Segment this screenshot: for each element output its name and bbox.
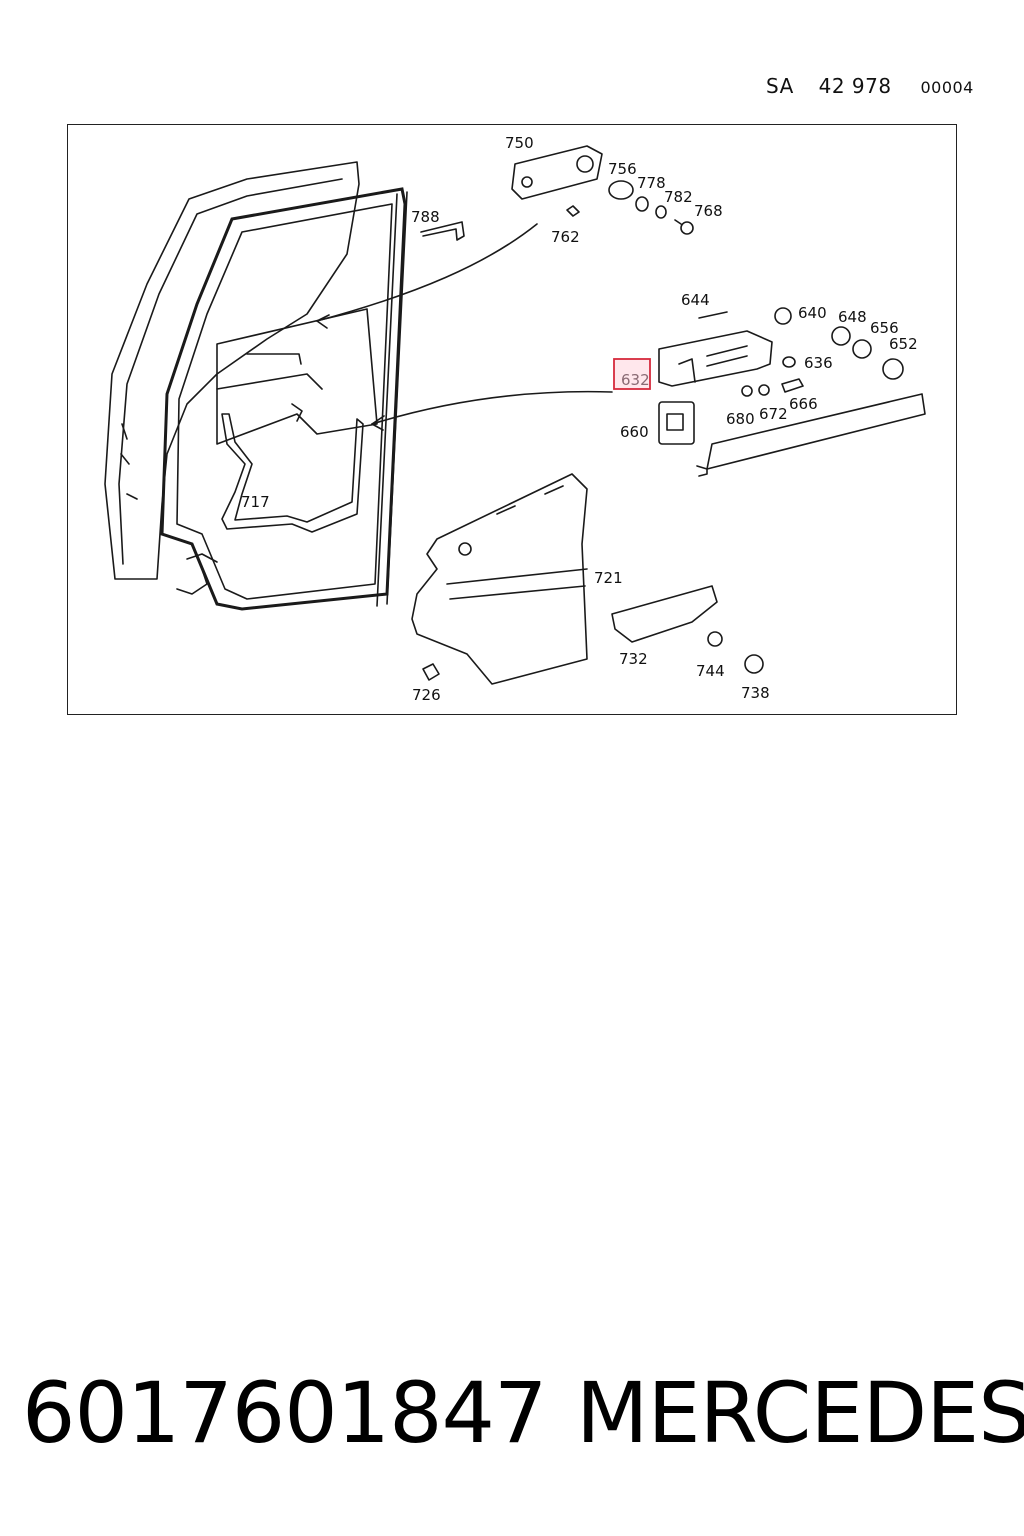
- door-handle-632: [658, 307, 904, 445]
- small-parts-top: [420, 180, 694, 241]
- reference-number: 42 978: [818, 74, 892, 98]
- label-656: 656: [870, 319, 899, 337]
- inner-frame: [216, 308, 378, 445]
- label-632: 632: [621, 371, 650, 389]
- armrest-732: [422, 585, 764, 681]
- footer: 6017601847 MERCEDES: [0, 1364, 1024, 1474]
- rail-strip: [696, 393, 926, 477]
- label-782: 782: [664, 188, 693, 206]
- label-788: 788: [411, 208, 440, 226]
- reference-code: 00004: [920, 78, 974, 97]
- window-seal: [160, 187, 408, 611]
- label-680: 680: [726, 410, 755, 428]
- guide-rail-717: [221, 413, 364, 533]
- label-644: 644: [681, 291, 710, 309]
- label-732: 732: [619, 650, 648, 668]
- label-636: 636: [804, 354, 833, 372]
- label-672: 672: [759, 405, 788, 423]
- label-640: 640: [798, 304, 827, 322]
- highlight-632: [613, 358, 651, 390]
- part-number: 6017601847: [22, 1364, 547, 1462]
- label-648: 648: [838, 308, 867, 326]
- label-762: 762: [551, 228, 580, 246]
- parts-diagram: 750 756 778 782 768 762 788 644 640 648 …: [104, 134, 926, 704]
- label-666: 666: [789, 395, 818, 413]
- brand-name: MERCEDES: [576, 1364, 1024, 1462]
- door-trim-721: [411, 473, 588, 685]
- label-778: 778: [637, 174, 666, 192]
- label-756: 756: [608, 160, 637, 178]
- lock-cover-750: [511, 145, 603, 200]
- reference-prefix: SA: [766, 74, 794, 98]
- label-660: 660: [620, 423, 649, 441]
- label-744: 744: [696, 662, 725, 680]
- label-652: 652: [889, 335, 918, 353]
- label-726: 726: [412, 686, 441, 704]
- part-labels: 750 756 778 782 768 762 788 644 640 648 …: [241, 134, 918, 704]
- label-750: 750: [505, 134, 534, 152]
- label-721: 721: [594, 569, 623, 587]
- label-738: 738: [741, 684, 770, 702]
- label-717: 717: [241, 493, 270, 511]
- diagram-reference: SA 42 978 00004: [766, 74, 974, 98]
- label-768: 768: [694, 202, 723, 220]
- diagram-frame: [67, 124, 957, 715]
- pointer-arrows: [316, 223, 613, 431]
